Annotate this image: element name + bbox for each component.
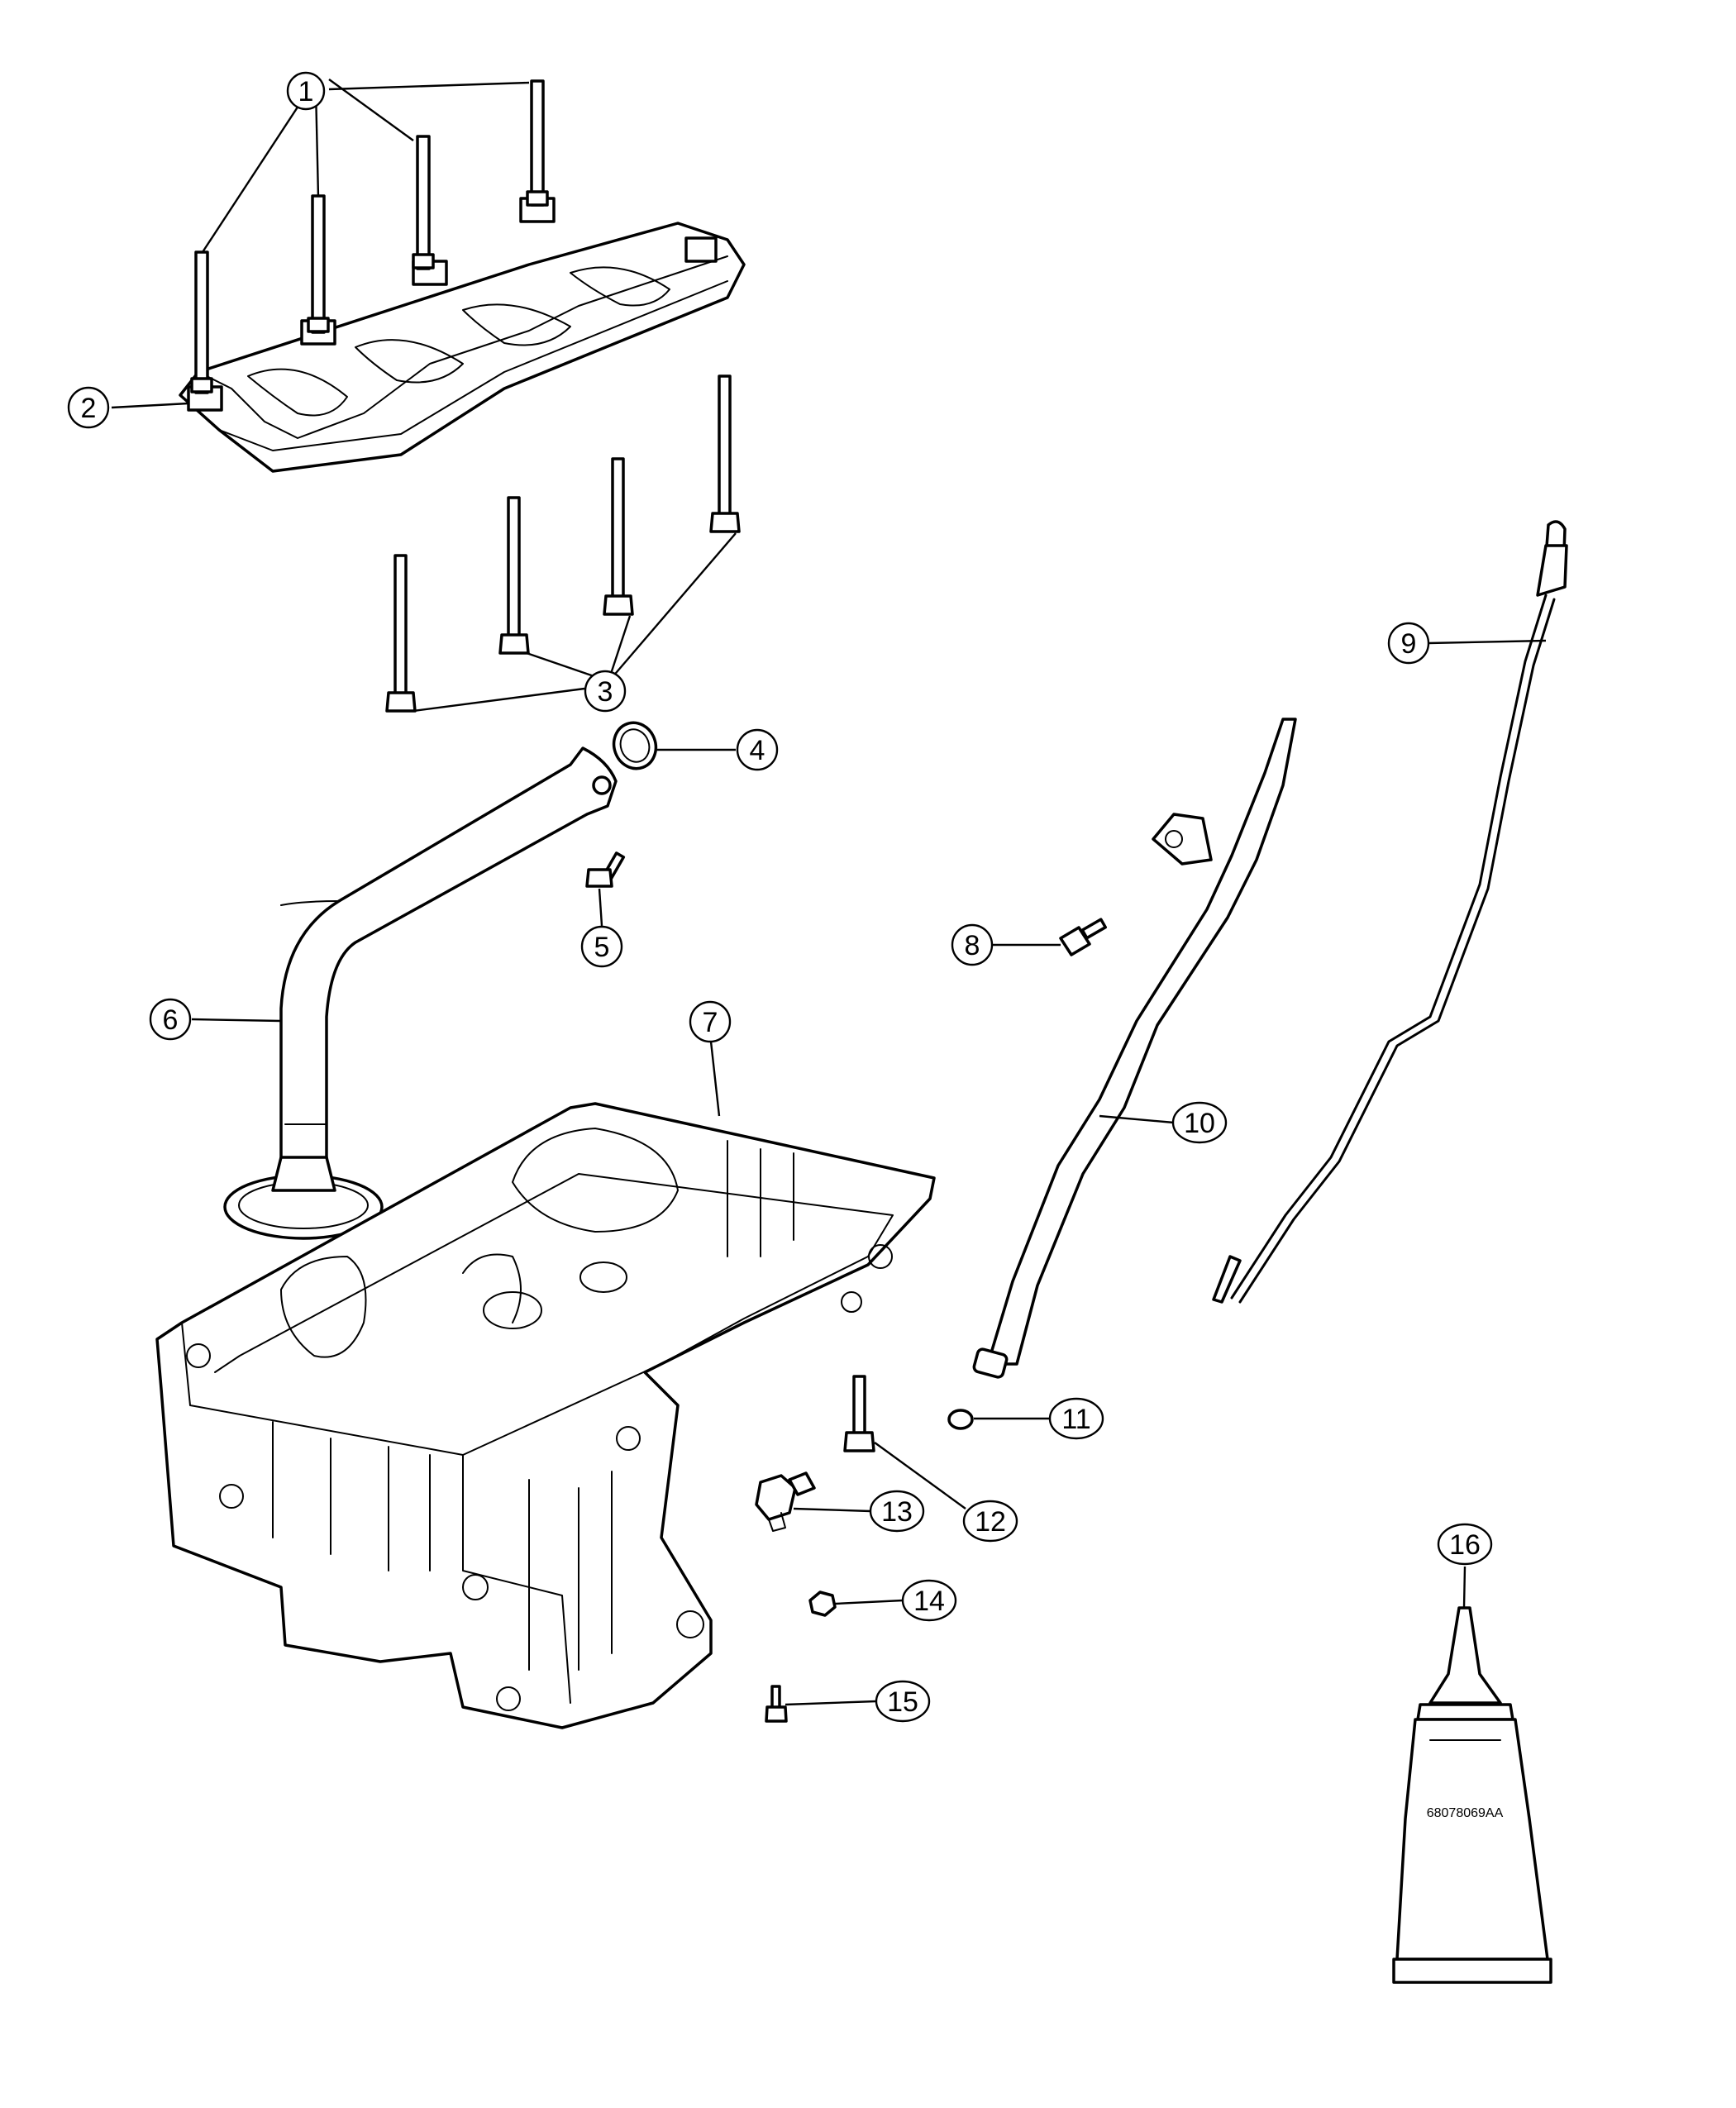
stud (412, 135, 435, 270)
sealant-part-number: 68078069AA (1427, 1806, 1504, 1820)
callout-number: 5 (594, 932, 610, 963)
o-ring (612, 721, 658, 770)
pan-bolt (603, 457, 634, 616)
small-bolt (585, 851, 626, 888)
seal-ring (947, 1409, 974, 1430)
callout-15: 15 (875, 1680, 931, 1723)
callout-number: 7 (703, 1007, 718, 1038)
oil-pickup-tube (223, 746, 618, 1240)
callout-7: 7 (689, 1000, 732, 1043)
callout-4: 4 (736, 728, 779, 771)
callout-14: 14 (901, 1579, 957, 1622)
callout-number: 16 (1449, 1529, 1481, 1561)
callout-10: 10 (1171, 1101, 1228, 1144)
oil-pan (155, 1102, 936, 1729)
pan-bolt (709, 374, 741, 533)
pan-bolt (498, 496, 530, 655)
small-bolt-15 (765, 1685, 788, 1723)
pan-bolt (385, 554, 417, 713)
pan-bolts-group (385, 374, 741, 713)
callout-number: 6 (163, 1004, 179, 1036)
stud (190, 250, 213, 394)
callout-16: 16 (1437, 1523, 1493, 1566)
dipstick-tube (972, 718, 1297, 1379)
callout-number: 12 (975, 1506, 1006, 1538)
callout-2: 2 (67, 386, 110, 429)
dipstick (1212, 520, 1568, 1304)
callout-number: 15 (887, 1686, 918, 1718)
callout-number: 2 (81, 393, 97, 424)
callout-number: 8 (965, 930, 980, 961)
bearing-cap-bedplate (179, 197, 746, 473)
callout-1: 1 (286, 71, 326, 111)
callout-number: 13 (881, 1496, 913, 1528)
callout-number: 3 (598, 676, 613, 708)
bolt-12 (843, 1375, 875, 1452)
callout-number: 9 (1401, 628, 1417, 660)
sealant-tube: 68078069AA (1392, 1606, 1552, 1984)
callout-12: 12 (962, 1500, 1018, 1543)
leader-lines (111, 79, 1547, 1706)
drain-plug (755, 1471, 816, 1532)
callout-9: 9 (1387, 622, 1430, 665)
studs-group (190, 79, 549, 394)
nut (808, 1591, 837, 1617)
callout-number: 14 (913, 1586, 945, 1617)
tube-bolt (1059, 918, 1108, 956)
callout-number: 1 (298, 76, 314, 107)
callout-5: 5 (580, 925, 623, 968)
callout-number: 11 (1061, 1404, 1090, 1435)
callout-8: 8 (951, 923, 994, 966)
callout-number: 10 (1184, 1108, 1215, 1139)
callout-6: 6 (149, 998, 192, 1041)
callout-number: 4 (750, 735, 765, 766)
stud (526, 79, 549, 207)
callout-13: 13 (869, 1490, 925, 1533)
callout-11: 11 (1048, 1397, 1104, 1440)
callout-3: 3 (584, 670, 627, 713)
stud (307, 194, 330, 334)
